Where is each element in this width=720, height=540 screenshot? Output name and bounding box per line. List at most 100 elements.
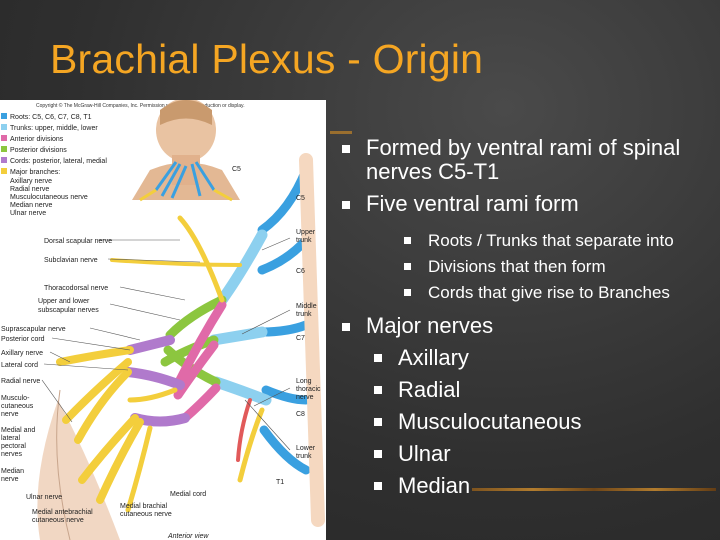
label-radial: Radial nerve	[1, 378, 40, 385]
square-bullet-icon	[404, 289, 411, 296]
label-leader-lines	[41, 237, 291, 451]
bullet-item-major-nerves: Major nerves Axillary Radial Musculocuta…	[334, 314, 714, 502]
label-long-thoracic-1: Long	[296, 378, 312, 385]
square-bullet-icon	[342, 201, 350, 209]
label-median-1: Median	[1, 468, 24, 475]
label-lower-trunk-2: trunk	[296, 453, 312, 460]
label-musculo-2: cutaneous	[1, 403, 34, 410]
bullet-list: Formed by ventral rami of spinal nerves …	[334, 136, 714, 502]
label-c6: C6	[296, 268, 305, 275]
nerve-text: Axillary	[398, 345, 469, 370]
label-dorsal-scapular: Dorsal scapular nerve	[44, 238, 112, 245]
plexus-divisions	[160, 295, 227, 423]
nerve-item-musculocutaneous: Musculocutaneous	[368, 406, 714, 438]
label-upper-trunk-2: trunk	[296, 237, 312, 244]
nerve-item-ulnar: Ulnar	[368, 438, 714, 470]
legend-roots: Roots: C5, C6, C7, C8, T1	[10, 114, 92, 121]
label-upper-trunk-1: Upper	[296, 229, 316, 236]
figure-right-labels: C5 C5 Upper trunk C6 Middle trunk C7 Lon…	[232, 166, 321, 486]
square-bullet-icon	[404, 263, 411, 270]
label-subclavian: Subclavian nerve	[44, 257, 98, 264]
legend-trunks: Trunks: upper, middle, lower	[10, 125, 98, 132]
legend-posterior: Posterior divisions	[10, 147, 67, 154]
plexus-trunks	[208, 229, 272, 406]
label-subscapular-1: Upper and lower	[38, 298, 90, 305]
label-anterior-view: Anterior view	[167, 533, 209, 540]
label-antebrachial-2: cutaneous nerve	[32, 517, 84, 524]
square-bullet-icon	[374, 482, 382, 490]
bullet-list-panel: Formed by ventral rami of spinal nerves …	[334, 136, 714, 510]
label-long-thoracic-2: thoracic	[296, 386, 321, 393]
bullet-text: Major nerves	[366, 313, 494, 338]
nerve-text: Musculocutaneous	[398, 409, 582, 434]
label-musculo-1: Musculo-	[1, 395, 30, 402]
label-middle-trunk-2: trunk	[296, 311, 312, 318]
accent-rule-left	[330, 131, 352, 134]
legend-branches: Major branches:	[10, 169, 60, 176]
arm-illustration	[37, 389, 120, 540]
bullet-item-five-rami: Five ventral rami form Roots / Trunks th…	[334, 192, 714, 306]
label-median-2: nerve	[1, 476, 19, 483]
sub-bullet-item: Cords that give rise to Branches	[398, 280, 714, 306]
square-bullet-icon	[404, 237, 411, 244]
label-pectoral-4: nerves	[1, 451, 23, 458]
label-c5: C5	[296, 195, 305, 202]
square-bullet-icon	[374, 354, 382, 362]
legend-branch-radial: Radial nerve	[10, 186, 49, 193]
bullet-item-formed-by: Formed by ventral rami of spinal nerves …	[334, 136, 714, 184]
legend-cords: Cords: posterior, lateral, medial	[10, 158, 107, 165]
label-medial-cord: Medial cord	[170, 491, 206, 498]
label-middle-trunk-1: Middle	[296, 303, 317, 310]
label-lower-trunk-1: Lower	[296, 445, 316, 452]
nerve-item-axillary: Axillary	[368, 342, 714, 374]
sub-bullet-text: Roots / Trunks that separate into	[428, 231, 674, 250]
legend-branch-median: Median nerve	[10, 202, 53, 209]
plexus-roots	[257, 153, 325, 527]
label-subscapular-2: subscapular nerves	[38, 307, 99, 314]
nerve-text: Radial	[398, 377, 461, 402]
figure-legend: Roots: C5, C6, C7, C8, T1 Trunks: upper,…	[1, 113, 107, 217]
neck-inset-illustration	[132, 100, 240, 202]
label-long-thoracic-3: nerve	[296, 394, 314, 401]
label-brachial-1: Medial brachial	[120, 503, 168, 510]
label-thoracodorsal: Thoracodorsal nerve	[44, 285, 108, 292]
square-bullet-icon	[342, 145, 350, 153]
legend-anterior: Anterior divisions	[10, 136, 64, 143]
label-suprascapular: Suprascapular nerve	[1, 326, 66, 333]
label-ulnar: Ulnar nerve	[26, 494, 62, 501]
slide-title: Brachial Plexus - Origin	[50, 36, 484, 82]
figure-left-labels: Dorsal scapular nerve Subclavian nerve T…	[1, 238, 209, 540]
nerve-text: Median	[398, 473, 471, 498]
label-brachial-2: cutaneous nerve	[120, 511, 172, 518]
square-bullet-icon	[374, 450, 382, 458]
accent-rule-bottom	[472, 488, 716, 491]
nerve-sub-list: Axillary Radial Musculocutaneous Ulnar M…	[366, 342, 714, 502]
nerve-item-median: Median	[368, 470, 714, 502]
label-antebrachial-1: Medial antebrachial	[32, 509, 93, 516]
legend-branch-musculo: Musculocutaneous nerve	[10, 194, 88, 201]
nerve-item-radial: Radial	[368, 374, 714, 406]
label-c7: C7	[296, 335, 305, 342]
label-t1: T1	[276, 479, 284, 486]
brachial-plexus-figure: Copyright © The McGraw-Hill Companies, I…	[0, 100, 326, 540]
sub-bullet-item: Roots / Trunks that separate into	[398, 228, 714, 254]
label-lateral-cord: Lateral cord	[1, 362, 38, 369]
plexus-branches	[56, 215, 265, 513]
figure-copyright: Copyright © The McGraw-Hill Companies, I…	[36, 102, 245, 109]
label-axillary: Axillary nerve	[1, 350, 43, 357]
sub-bullet-list: Roots / Trunks that separate into Divisi…	[366, 228, 714, 306]
legend-branch-axillary: Axillary nerve	[10, 178, 52, 185]
sub-bullet-item: Divisions that then form	[398, 254, 714, 280]
sub-bullet-text: Cords that give rise to Branches	[428, 283, 670, 302]
bullet-text: Formed by ventral rami of spinal nerves …	[366, 135, 681, 184]
sub-bullet-text: Divisions that then form	[428, 257, 606, 276]
legend-branch-ulnar: Ulnar nerve	[10, 210, 46, 217]
label-c8: C8	[296, 411, 305, 418]
label-pectoral-3: pectoral	[1, 443, 26, 450]
label-musculo-3: nerve	[1, 411, 19, 418]
square-bullet-icon	[374, 386, 382, 394]
label-pectoral-2: lateral	[1, 435, 21, 442]
bullet-text: Five ventral rami form	[366, 191, 579, 216]
label-pectoral-1: Medial and	[1, 427, 35, 434]
square-bullet-icon	[342, 323, 350, 331]
